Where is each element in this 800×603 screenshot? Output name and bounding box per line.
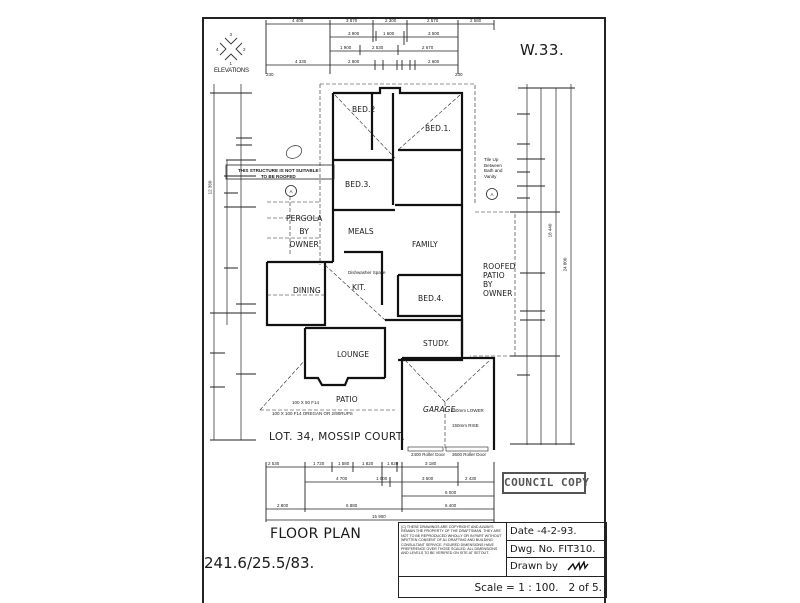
copyright-notes: (C) THESE DRAWINGS ARE COPYRIGHT AND ALW… (399, 523, 507, 576)
dim-top: 2 600 (428, 59, 440, 64)
dim-bottom: 1 820 (387, 461, 399, 466)
dim-top: 4 400 (292, 18, 304, 23)
room-dining: DINING (293, 286, 321, 295)
svg-text:3: 3 (230, 32, 233, 37)
dim-top: 4 330 (295, 59, 307, 64)
drawing-title: FLOOR PLAN (270, 526, 362, 542)
patio-beam-note-2: 100 X 100 F14 OREGAN OR 2/90RUPS (272, 411, 353, 416)
dim-bottom: 6 880 (346, 503, 358, 508)
dim-top: 230 (266, 72, 274, 77)
lot-address: LOT. 34, MOSSIP COURT. (269, 431, 406, 443)
structure-note: THIS STRUCTURE IS NOT SUITABLE TO BE ROO… (238, 168, 319, 179)
scale-row: Scale = 1 : 100. 2 of 5. (399, 576, 606, 598)
dim-bottom: 2 430 (465, 476, 477, 481)
sheet-id: W.33. (520, 41, 565, 59)
dim-top: 3 500 (428, 31, 440, 36)
title-block: (C) THESE DRAWINGS ARE COPYRIGHT AND ALW… (398, 522, 607, 598)
dim-left: 12 360 (207, 180, 213, 195)
dim-bottom: 6 000 (445, 490, 457, 495)
room-meals: MEALS (348, 227, 374, 236)
dim-bottom: 6 400 (445, 503, 457, 508)
room-kitchen: KIT. (352, 283, 366, 292)
dim-bottom: 3 500 (422, 476, 434, 481)
elevations-label: ELEVATIONS (214, 68, 249, 74)
date-value: -4-2-93. (537, 526, 577, 537)
room-lounge: LOUNGE (337, 350, 370, 359)
tile-note: Tile Up Between Bath and Vanity (484, 157, 503, 179)
room-study: STUDY. (423, 339, 450, 348)
dim-bottom: 1 820 (362, 461, 374, 466)
dim-top: 230 (455, 72, 463, 77)
room-family: FAMILY (412, 240, 438, 249)
drawing-number-cell: Dwg. No. FIT310. (507, 541, 607, 558)
dim-top: 2 670 (422, 45, 434, 50)
garage-door-left: 2400 Roller Door (411, 452, 446, 457)
drawing-number: FIT310. (558, 543, 596, 555)
signature-icon (567, 561, 589, 571)
room-bed1: BED.1. (425, 124, 451, 133)
room-bed2: BED.2 (352, 105, 376, 114)
garage-ceiling-note: 150mm LOWER (451, 408, 484, 413)
dim-top: 2 800 (348, 59, 360, 64)
dim-top: 2 530 (372, 45, 384, 50)
dim-bottom: 4 700 (336, 476, 348, 481)
room-bed3: BED.3. (345, 180, 371, 189)
patio-beam-note: 100 X 50 F14 (292, 400, 320, 405)
dishwasher-note: Dishwasher Space (348, 270, 386, 275)
garage-door-right: 3600 Roller Door (452, 452, 487, 457)
dim-top: 2 580 (470, 18, 482, 23)
svg-text:2: 2 (243, 47, 246, 52)
dim-top: 3 870 (346, 18, 358, 23)
room-patio: PATIO (336, 395, 358, 404)
room-garage: GARAGE (423, 405, 456, 414)
dim-bottom: 3 180 (425, 461, 437, 466)
dim-bottom: 2 530 (268, 461, 280, 466)
dim-top: 2 300 (385, 18, 397, 23)
dim-bottom: 1 000 (376, 476, 388, 481)
date-cell: Date -4-2-93. (507, 523, 607, 541)
dim-overall-width: 15 900 (372, 514, 386, 519)
room-bed4: BED.4. (418, 294, 444, 303)
svg-text:A: A (491, 192, 494, 197)
dim-top: 3 900 (348, 31, 360, 36)
scale-value: 1 : 100. (518, 582, 559, 594)
pergola-label: PERGOLA BY OWNER (286, 214, 323, 249)
drawing-sheet (202, 17, 606, 603)
svg-text:1: 1 (230, 61, 233, 66)
garage-step-note: 150mm RISE (452, 423, 479, 428)
dim-right: 18 440 (547, 223, 553, 238)
dim-top: 1 900 (340, 45, 352, 50)
svg-text:4: 4 (216, 47, 219, 52)
drawn-by-cell: Drawn by (507, 558, 607, 576)
reference-number: 241.6/25.5/83. (204, 554, 315, 572)
dim-top: 2 570 (427, 18, 439, 23)
dim-bottom: 2 800 (277, 503, 289, 508)
sheet-count: 2 of 5. (568, 582, 603, 594)
svg-text:A: A (290, 189, 293, 194)
dim-top: 1 600 (383, 31, 395, 36)
dim-overall-depth: 24 800 (562, 257, 568, 272)
roofed-patio-label: ROOFED PATIO BY OWNER (483, 262, 516, 298)
dim-bottom: 1 580 (338, 461, 350, 466)
council-copy-stamp: COUNCIL COPY (502, 472, 589, 494)
dim-bottom: 1 720 (313, 461, 325, 466)
